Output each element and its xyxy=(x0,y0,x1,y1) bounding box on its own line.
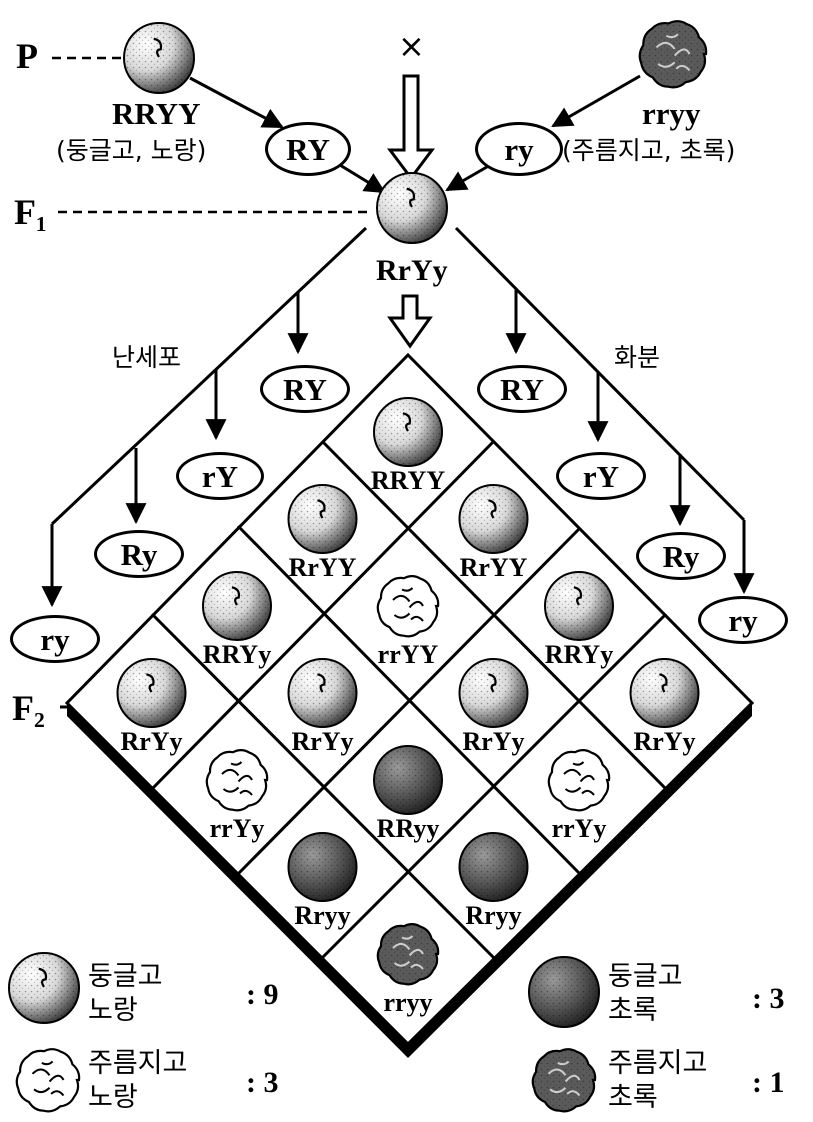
right-parent-gamete: ry xyxy=(475,122,563,176)
pollen-branch-line xyxy=(454,226,746,522)
punnett-cell-seed xyxy=(458,658,529,728)
pollen-gamete-3: Ry xyxy=(636,532,726,580)
legend-4-line1: 주름지고 xyxy=(608,1048,708,1079)
punnett-cell-seed xyxy=(376,923,440,986)
egg-gamete-1: RY xyxy=(260,365,350,413)
legend-4-seed xyxy=(531,1048,597,1113)
generation-p-label: P xyxy=(16,36,38,76)
egg-cell-label: 난세포 xyxy=(112,343,182,372)
generation-f2-label: F₂ xyxy=(12,688,45,728)
legend-4-line2: 초록 xyxy=(608,1081,658,1113)
left-parent-seed xyxy=(123,22,195,94)
cross-symbol: × xyxy=(398,27,425,65)
legend-4-text: 주름지고 초록 xyxy=(608,1047,707,1115)
egg-gamete-3: Ry xyxy=(94,530,184,578)
punnett-cell-seed xyxy=(373,745,443,815)
right-parent-genotype: rryy xyxy=(642,96,701,131)
right-parent-seed xyxy=(638,20,708,89)
punnett-cell-seed xyxy=(287,484,358,554)
punnett-cell-genotype: RRYy xyxy=(544,640,614,669)
punnett-cell-genotype: RRyy xyxy=(376,814,440,843)
arrow-right-gamete-to-f1 xyxy=(445,162,493,192)
punnett-cell-genotype: RRYY xyxy=(370,466,446,495)
f1-seed xyxy=(376,172,448,244)
punnett-cell-seed xyxy=(458,832,529,902)
pollen-gamete-1: RY xyxy=(477,365,567,413)
punnett-cell-genotype: RrYy xyxy=(120,727,183,756)
punnett-cell-seed xyxy=(629,658,700,728)
punnett-grid xyxy=(64,352,755,1047)
punnett-cell-genotype: RrYY xyxy=(459,553,528,582)
punnett-cell-seed xyxy=(287,832,358,902)
punnett-cell-genotype: rrYy xyxy=(551,814,607,843)
egg-gamete-2: rY xyxy=(176,452,264,500)
legend-1-seed xyxy=(8,952,80,1024)
punnett-cell-genotype: Rryy xyxy=(465,901,522,930)
legend-2-text: 주름지고 노랑 xyxy=(88,1047,187,1115)
punnett-cell-genotype: RrYy xyxy=(291,727,354,756)
egg-branch-line xyxy=(50,226,368,526)
punnett-cell-genotype: RrYy xyxy=(462,727,525,756)
f1-to-f2-hollow-arrow xyxy=(387,294,433,349)
cross-hollow-arrow xyxy=(387,74,435,181)
legend-1-line2: 노랑 xyxy=(88,994,138,1026)
punnett-cell-genotype: rrYy xyxy=(209,814,265,843)
right-parent-phenotype: (주름지고, 초록) xyxy=(562,136,736,165)
pollen-gamete-4: ry xyxy=(698,596,788,644)
legend-4-ratio: : 1 xyxy=(752,1066,785,1099)
punnett-cell-genotype: Rryy xyxy=(294,901,351,930)
legend-1-text: 둥글고 노랑 xyxy=(88,960,163,1028)
legend-1-line1: 둥글고 xyxy=(88,961,163,992)
legend-3-text: 둥글고 초록 xyxy=(608,960,683,1028)
left-parent-gamete: RY xyxy=(265,122,351,176)
left-parent-phenotype: (둥글고, 노랑) xyxy=(56,136,207,165)
punnett-cell-seed xyxy=(202,571,272,641)
punnett-cell-seed xyxy=(376,575,440,638)
legend-1-ratio: : 9 xyxy=(246,978,279,1011)
legend-2-line2: 노랑 xyxy=(88,1081,138,1113)
arrow-left-parent-to-gamete xyxy=(189,76,284,129)
f1-genotype: RrYy xyxy=(376,254,448,287)
punnett-cell-seed xyxy=(373,397,443,467)
punnett-cell-genotype: rrYY xyxy=(377,640,439,669)
punnett-cell-genotype: RrYy xyxy=(633,727,696,756)
arrow-left-gamete-to-f1 xyxy=(334,160,386,194)
left-parent-genotype: RRYY xyxy=(112,96,201,131)
egg-gamete-4: ry xyxy=(10,615,100,663)
punnett-cell-genotype: rryy xyxy=(383,988,433,1017)
punnett-cell-seed xyxy=(116,658,187,728)
pollen-gamete-2: rY xyxy=(556,452,646,500)
punnett-cell-seed xyxy=(287,658,358,728)
legend-3-ratio: : 3 xyxy=(752,982,785,1015)
punnett-cell-genotype: RRYy xyxy=(202,640,272,669)
legend-2-seed xyxy=(15,1048,81,1113)
legend-2-ratio: : 3 xyxy=(246,1066,279,1099)
punnett-cell-seed xyxy=(547,749,611,812)
punnett-cell-seed xyxy=(458,484,529,554)
punnett-cell-seed xyxy=(205,749,269,812)
legend-2-line1: 주름지고 xyxy=(88,1048,188,1079)
pollen-label: 화분 xyxy=(614,343,661,372)
legend-3-line1: 둥글고 xyxy=(608,961,683,992)
arrow-right-parent-to-gamete xyxy=(551,74,641,128)
generation-f1-label: F₁ xyxy=(14,192,47,232)
legend-3-line2: 초록 xyxy=(608,994,658,1026)
legend-3-seed xyxy=(528,956,600,1028)
punnett-cell-seed xyxy=(544,571,614,641)
punnett-cell-genotype: RrYY xyxy=(288,553,357,582)
punnett-border xyxy=(64,352,755,1047)
seed-layer xyxy=(8,20,708,1113)
